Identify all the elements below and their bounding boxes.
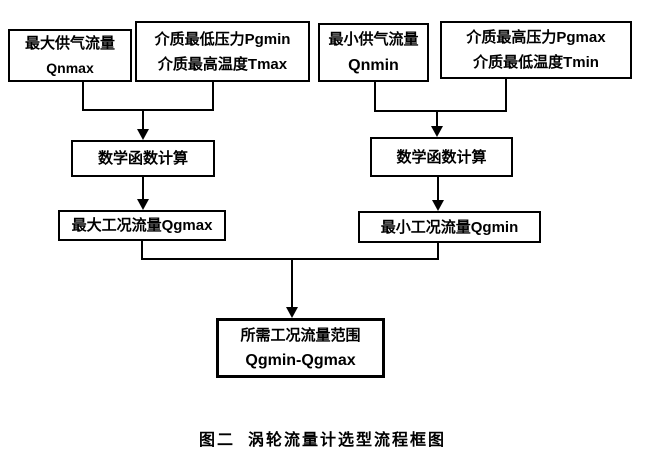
- box-media-right-line2: 介质最低温度Tmin: [473, 54, 599, 71]
- connector-left-merge-stub: [142, 109, 144, 130]
- box-qgmin-label: 最小工况流量Qgmin: [380, 218, 519, 236]
- connector-result-stub: [291, 258, 293, 308]
- box-qnmin-line1: 最小供气流量: [328, 30, 419, 48]
- connector-media-right-down: [505, 79, 507, 112]
- connector-qnmin-down: [374, 80, 376, 112]
- box-qgmin: 最小工况流量Qgmin: [358, 211, 541, 243]
- box-qnmin-line2: Qnmin: [348, 56, 399, 74]
- connector-qnmax-down: [82, 81, 84, 111]
- box-math-left: 数学函数计算: [71, 140, 215, 177]
- box-media-left-line1: 介质最低压力Pgmin: [154, 30, 291, 48]
- box-media-right-line1: 介质最高压力Pgmax: [466, 29, 606, 46]
- connector-media-left-down: [212, 80, 214, 111]
- box-qnmax-line1: 最大供气流量: [24, 34, 115, 52]
- box-media-left: 介质最低压力Pgmin 介质最高温度Tmax: [135, 21, 310, 82]
- box-qgmax-label: 最大工况流量Qgmax: [71, 217, 213, 234]
- box-media-right: 介质最高压力Pgmax 介质最低温度Tmin: [440, 21, 632, 79]
- box-qnmin: 最小供气流量 Qnmin: [318, 23, 429, 82]
- figure-caption: 图二 涡轮流量计选型流程框图: [199, 432, 446, 449]
- box-qnmax-line2: Qnmax: [46, 59, 94, 76]
- box-math-right: 数学函数计算: [370, 137, 513, 177]
- box-math-left-label: 数学函数计算: [97, 150, 188, 167]
- box-result-line2: Qgmin-Qgmax: [245, 352, 356, 369]
- box-result-line1: 所需工况流量范围: [240, 327, 361, 344]
- arrow-down-icon: [137, 129, 149, 140]
- connector-right-merge: [374, 110, 507, 112]
- box-qnmax: 最大供气流量 Qnmax: [8, 29, 132, 82]
- box-qgmax: 最大工况流量Qgmax: [58, 210, 226, 241]
- arrow-down-icon: [432, 200, 444, 211]
- connector-qgmax-down: [141, 241, 143, 260]
- box-math-right-label: 数学函数计算: [396, 148, 487, 166]
- connector-left-merge: [82, 109, 214, 111]
- box-result: 所需工况流量范围 Qgmin-Qgmax: [216, 318, 385, 378]
- connector-math-right-down: [437, 177, 439, 201]
- connector-right-merge-stub: [436, 110, 438, 127]
- connector-math-left-down: [142, 177, 144, 200]
- connector-bottom-merge: [141, 258, 439, 260]
- arrow-down-icon: [286, 307, 298, 318]
- arrow-down-icon: [137, 199, 149, 210]
- box-media-left-line2: 介质最高温度Tmax: [157, 55, 288, 73]
- connector-qgmin-down: [437, 243, 439, 260]
- arrow-down-icon: [431, 126, 443, 137]
